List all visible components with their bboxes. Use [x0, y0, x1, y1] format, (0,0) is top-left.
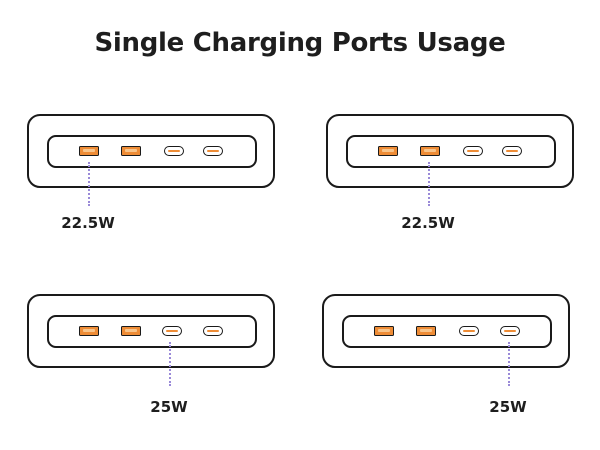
- usb-a-port-icon: [374, 326, 394, 336]
- usb-c-port-icon: [203, 146, 223, 156]
- power-bank-outline: [326, 114, 574, 188]
- power-label: 22.5W: [61, 214, 115, 232]
- port-panel: [47, 135, 257, 168]
- leader-line: [88, 162, 90, 206]
- usb-c-port-icon: [502, 146, 522, 156]
- leader-line: [508, 342, 510, 386]
- power-bank-outline: [322, 294, 570, 368]
- usb-a-port-icon: [420, 146, 440, 156]
- usb-a-port-icon: [378, 146, 398, 156]
- usb-c-port-icon: [459, 326, 479, 336]
- leader-line: [428, 162, 430, 206]
- usb-a-port-icon: [79, 326, 99, 336]
- usb-c-port-icon: [203, 326, 223, 336]
- page-title: Single Charging Ports Usage: [94, 28, 506, 58]
- leader-line: [169, 342, 171, 386]
- usb-a-port-icon: [416, 326, 436, 336]
- port-panel: [346, 135, 556, 168]
- usb-c-port-icon: [500, 326, 520, 336]
- power-bank-outline: [27, 294, 275, 368]
- usb-c-port-icon: [463, 146, 483, 156]
- usb-a-port-icon: [79, 146, 99, 156]
- port-panel: [342, 315, 552, 348]
- power-label: 22.5W: [401, 214, 455, 232]
- usb-a-port-icon: [121, 326, 141, 336]
- usb-c-port-icon: [164, 146, 184, 156]
- port-panel: [47, 315, 257, 348]
- power-bank-outline: [27, 114, 275, 188]
- power-label: 25W: [489, 398, 527, 416]
- usb-c-port-icon: [162, 326, 182, 336]
- usb-a-port-icon: [121, 146, 141, 156]
- power-label: 25W: [150, 398, 188, 416]
